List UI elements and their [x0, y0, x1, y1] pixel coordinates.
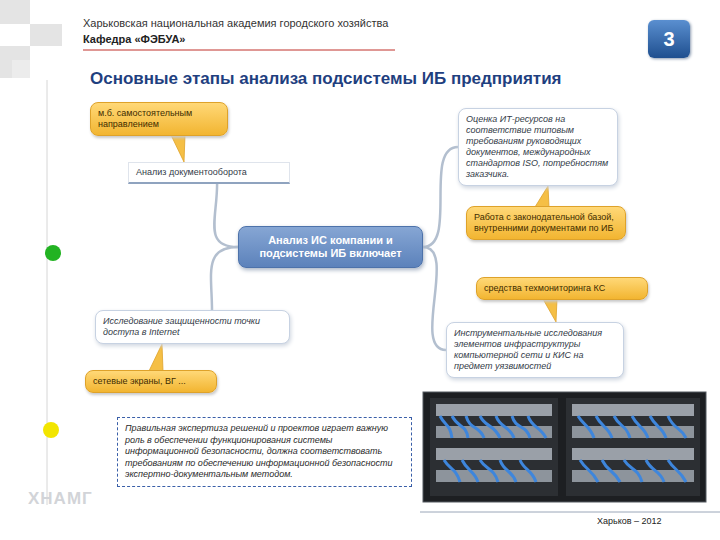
corner-square [0, 24, 30, 46]
note-box: Правильная экспертиза решений и проектов… [117, 417, 412, 487]
green-dot [45, 245, 61, 261]
topic-box: Оценка ИТ-ресурсов на соответствие типов… [458, 108, 618, 186]
yellow-dot [43, 422, 59, 438]
footer-rule [420, 512, 720, 513]
side-rule [47, 80, 48, 505]
node-text: 3 [650, 26, 688, 52]
branch-connector [423, 247, 446, 350]
header-rule [83, 50, 395, 51]
note-callout: Работа с законодательной базой, внутренн… [466, 206, 626, 240]
watermark: ХНАМГ [28, 489, 93, 509]
branch-connector [211, 247, 238, 310]
node-text: сетевые экраны, ВГ ... [93, 376, 209, 387]
department-name: Кафедра «ФЭБУА» [83, 33, 185, 45]
topic-box: Инструментальные исследования элементов … [446, 322, 624, 378]
slide-number-badge: 3 [648, 20, 690, 58]
node-text: Инструментальные исследования элементов … [454, 328, 616, 372]
node-text: Работа с законодательной базой, внутренн… [474, 212, 618, 234]
topic-box: Анализ документооборота [128, 162, 290, 184]
node-text: Правильная экспертиза решений и проектов… [125, 423, 404, 481]
node-text: Анализ ИС компании и подсистемы ИБ включ… [247, 234, 414, 260]
branch-connector [423, 147, 458, 247]
note-callout: сетевые экраны, ВГ ... [85, 370, 217, 393]
server-rack-photo [423, 392, 706, 502]
central-topic: Анализ ИС компании и подсистемы ИБ включ… [238, 226, 423, 268]
topic-box: Исследование защищенности точки доступа … [95, 310, 290, 344]
institution-name: Харьковская национальная академия городс… [83, 17, 388, 29]
node-text: Исследование защищенности точки доступа … [103, 316, 282, 338]
callout-tail [543, 299, 557, 322]
node-text: Анализ документооборота [136, 167, 282, 178]
callout-tail [171, 135, 185, 162]
note-callout: средства техмониторинга КС [476, 277, 648, 300]
node-text: средства техмониторинга КС [484, 283, 640, 294]
callout-tail [149, 344, 163, 371]
slide-title: Основные этапы анализа подсистемы ИБ пре… [90, 68, 700, 89]
note-callout: м.б. самостоятельным направлением [90, 102, 228, 136]
corner-square [30, 0, 62, 24]
node-text: м.б. самостоятельным направлением [98, 108, 220, 130]
corner-pattern [0, 0, 62, 78]
branch-connector [214, 184, 238, 247]
corner-square [12, 60, 30, 78]
callout-tail [535, 186, 549, 207]
footer-city-year: Харьков – 2012 [597, 516, 662, 526]
corner-square [30, 46, 62, 78]
node-text: Оценка ИТ-ресурсов на соответствие типов… [466, 114, 610, 180]
